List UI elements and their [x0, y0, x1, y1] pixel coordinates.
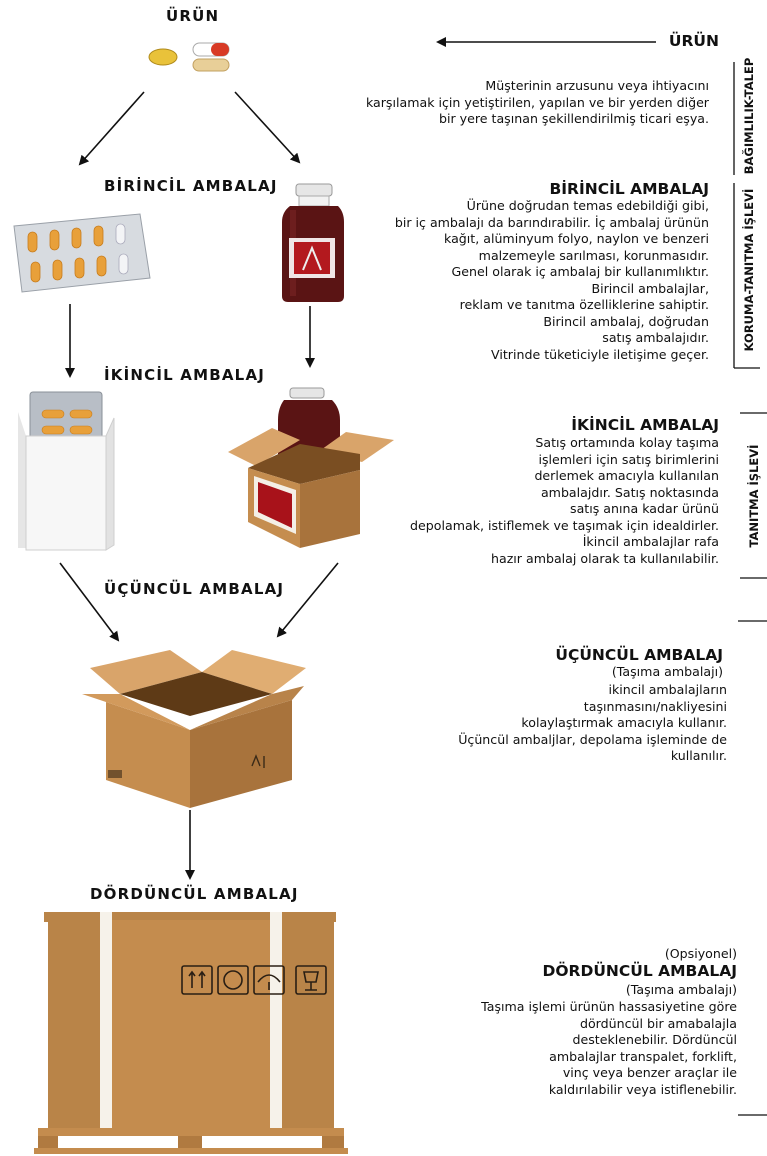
tertiary-box-icon — [82, 650, 306, 808]
secondary-carton-icon — [18, 391, 115, 551]
side-label-koruma-tanitma: KORUMA-TANITMA İŞLEVİ — [742, 188, 756, 352]
side-label-tanitma-islevi: TANITMA İŞLEVİ — [747, 444, 761, 548]
secondary-box-icon — [228, 387, 394, 548]
birincil-description: Ürüne doğrudan temas edebildiği gibi, bi… — [394, 198, 709, 362]
ikincil-title: İKİNCİL AMBALAJ — [571, 416, 719, 434]
side-brackets — [733, 62, 767, 1116]
dorduncul-subtitle: (Taşıma ambalajı) — [625, 982, 737, 997]
arrow-urun-to-bottle — [234, 91, 301, 164]
arrow-box-to-tertiary — [276, 562, 339, 638]
ikincil-description: Satış ortamında kolay taşıma işlemleri i… — [410, 435, 719, 566]
flow-arrows — [59, 37, 656, 880]
label-birincil-ambalaj: BİRİNCİL AMBALAJ — [104, 177, 278, 195]
ucuncul-title: ÜÇÜNCÜL AMBALAJ — [555, 646, 723, 664]
ucuncul-description: ikincil ambalajların taşınmasını/nakliye… — [458, 682, 727, 763]
dorduncul-description: Taşıma işlemi ürünün hassasiyetine göre … — [481, 999, 737, 1097]
pallet-box-icon — [34, 912, 348, 1154]
urun-description: Müşterinin arzusunu veya ihtiyacını karş… — [365, 78, 709, 126]
birincil-title: BİRİNCİL AMBALAJ — [549, 180, 709, 198]
medicine-bottle-icon — [282, 183, 344, 302]
urun-title: ÜRÜN — [668, 32, 719, 50]
blister-pack-icon — [13, 213, 151, 293]
label-ucuncul-ambalaj: ÜÇÜNCÜL AMBALAJ — [104, 580, 285, 598]
label-urun: ÜRÜN — [166, 7, 220, 25]
side-label-bagimlilik-talep: BAĞIMLILIK-TALEP — [742, 57, 756, 175]
arrow-urun-to-blister — [78, 91, 145, 166]
label-dorduncul-ambalaj: DÖRDÜNCÜL AMBALAJ — [90, 885, 299, 903]
dorduncul-title: DÖRDÜNCÜL AMBALAJ — [542, 962, 737, 980]
dorduncul-optional: (Opsiyonel) — [664, 946, 737, 961]
pills-icon — [148, 42, 230, 72]
label-ikincil-ambalaj: İKİNCİL AMBALAJ — [104, 366, 266, 384]
arrow-carton-to-tertiary — [59, 562, 120, 642]
ucuncul-subtitle: (Taşıma ambalajı) — [611, 664, 723, 679]
